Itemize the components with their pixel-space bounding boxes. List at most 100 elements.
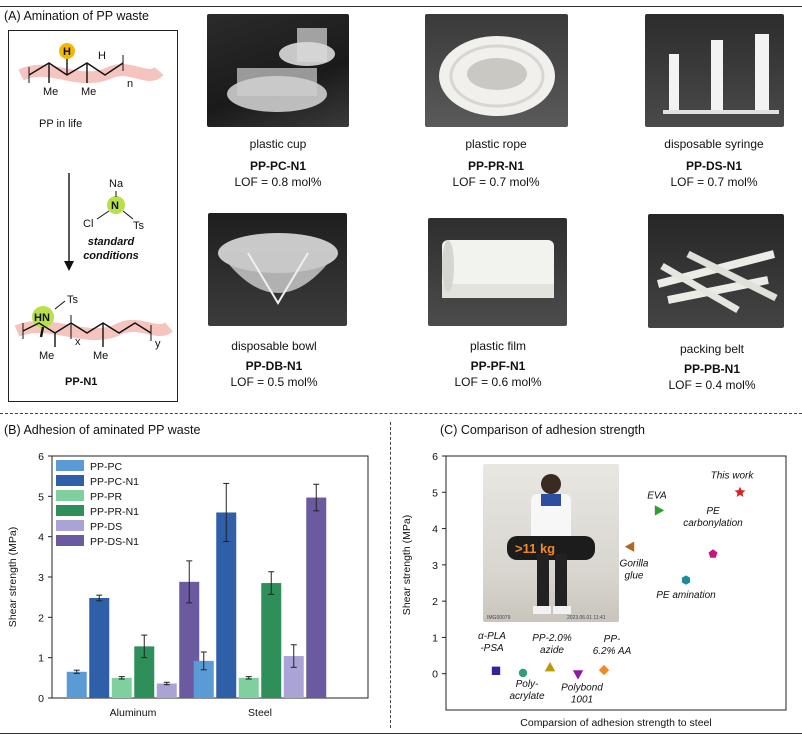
legend-label: PP-PC-N1	[90, 476, 139, 488]
scheme-box: H H Me Me n PP in life N Na Cl Ts standa…	[8, 30, 178, 402]
legend-label: PP-DS	[90, 521, 122, 533]
bar-pp-pc-n1-steel	[216, 512, 237, 698]
inset-weight-label: >11 kg	[515, 541, 555, 556]
y-tick-label: 4	[38, 532, 44, 544]
caption-disposable-bowl: disposable bowl PP-DB-N1 LOF = 0.5 mol%	[174, 338, 374, 390]
reaction-arrow-icon	[64, 261, 74, 271]
reagent-ts-label: Ts	[133, 220, 145, 232]
bar-pp-pr-aluminum	[111, 677, 132, 698]
me-label-2: Me	[81, 86, 96, 98]
item-lof: LOF = 0.4 mol%	[668, 378, 756, 392]
product-ts-label: Ts	[67, 294, 79, 306]
y-tick-label: 3	[432, 560, 438, 572]
point-label: 1001	[571, 694, 593, 705]
panel-c-title: (C) Comparison of adhesion strength	[440, 423, 645, 437]
point-label: PE amination	[656, 590, 716, 601]
point-marker-1	[518, 668, 528, 678]
x-category-label: Steel	[248, 707, 272, 719]
item-name: disposable syringe	[664, 137, 764, 151]
legend-label: PP-PR-N1	[90, 506, 139, 518]
panel-a-title: (A) Amination of PP waste	[4, 9, 149, 23]
y-tick-label: 5	[432, 487, 438, 499]
subscript-x: x	[75, 336, 81, 348]
subscript-n: n	[127, 78, 133, 90]
point-marker-2	[544, 661, 556, 672]
inset-photo-weight-test: >11 kg IMG00079 2023.06.01 11:41	[483, 464, 619, 622]
bar-pp-pr-steel	[238, 677, 259, 698]
y-tick-label: 1	[38, 653, 44, 665]
item-lof: LOF = 0.8 mol%	[234, 175, 322, 189]
y-tick-label: 6	[38, 451, 44, 463]
point-label: This work	[711, 470, 755, 481]
reagent-na-label: Na	[109, 178, 124, 190]
legend-label: PP-DS-N1	[90, 536, 139, 548]
item-name: plastic rope	[465, 137, 527, 151]
photo-packing-belt	[648, 214, 784, 328]
point-label: acrylate	[509, 691, 544, 702]
legend-swatch	[56, 505, 84, 516]
product-me-label-2: Me	[93, 350, 108, 362]
point-label: glue	[625, 571, 644, 582]
point-label: azide	[540, 645, 564, 656]
product-hn-label: HN	[34, 312, 50, 324]
panel-divider	[390, 422, 391, 728]
inset-stamp-left: IMG00079	[487, 615, 511, 621]
product-me-label-1: Me	[39, 350, 54, 362]
reagent-n-label: N	[111, 200, 119, 212]
reagent-cl-label: Cl	[83, 218, 93, 230]
point-label: PP-	[604, 634, 621, 645]
inset-stamp-right: 2023.06.01 11:41	[567, 615, 606, 621]
product-label: PP-N1	[65, 376, 97, 388]
photo-disposable-syringe	[645, 14, 784, 127]
y-tick-label: 3	[38, 572, 44, 584]
caption-packing-belt: packing belt PP-PB-N1 LOF = 0.4 mol%	[612, 341, 802, 393]
item-code: PP-PR-N1	[467, 159, 524, 173]
legend-swatch	[56, 520, 84, 531]
point-label: PP-2.0%	[532, 633, 572, 644]
item-code: PP-PC-N1	[249, 159, 306, 173]
photo-plastic-film	[428, 218, 567, 326]
point-marker-6	[708, 549, 718, 558]
y-tick-label: 4	[432, 524, 438, 536]
point-label: Gorilla	[620, 559, 649, 570]
section-divider	[0, 413, 802, 414]
point-marker-3	[572, 670, 584, 680]
point-marker-9	[734, 486, 746, 497]
y-tick-label: 1	[432, 632, 438, 644]
legend-swatch	[56, 535, 84, 546]
subscript-y: y	[155, 338, 161, 350]
point-label: PE	[706, 506, 720, 517]
legend-swatch	[56, 460, 84, 471]
photo-plastic-cup	[207, 14, 349, 127]
item-lof: LOF = 0.7 mol%	[452, 175, 540, 189]
caption-disposable-syringe: disposable syringe PP-DS-N1 LOF = 0.7 mo…	[614, 136, 802, 190]
point-marker-7	[624, 541, 635, 552]
point-marker-8	[654, 505, 665, 516]
point-marker-5	[681, 575, 691, 585]
point-label: Polybond	[561, 682, 603, 693]
y-tick-label: 0	[432, 669, 438, 681]
bar-pp-pc-n1-aluminum	[89, 597, 110, 698]
bar-pp-pr-n1-aluminum	[134, 646, 155, 698]
item-name: plastic cup	[249, 137, 307, 151]
y-tick-label: 2	[432, 596, 438, 608]
point-label: α-PLA	[478, 631, 506, 642]
y-axis-label: Shear strength (MPa)	[401, 515, 413, 615]
y-tick-label: 0	[38, 693, 44, 705]
h-atom-label-2: H	[98, 50, 106, 62]
item-name: plastic film	[469, 339, 526, 353]
item-code: PP-DS-N1	[685, 159, 742, 173]
y-axis-label: Shear strength (MPa)	[7, 527, 19, 627]
photo-disposable-bowl	[208, 213, 347, 326]
item-name: disposable bowl	[231, 339, 317, 353]
legend-label: PP-PR	[90, 491, 123, 503]
top-rule	[0, 6, 802, 7]
point-label: Poly-	[516, 679, 539, 690]
item-code: PP-DB-N1	[245, 359, 303, 373]
point-label: 6.2% AA	[593, 646, 632, 657]
me-label-1: Me	[43, 86, 58, 98]
bar-pp-pc-aluminum	[66, 671, 87, 698]
point-label: carbonylation	[683, 518, 743, 529]
